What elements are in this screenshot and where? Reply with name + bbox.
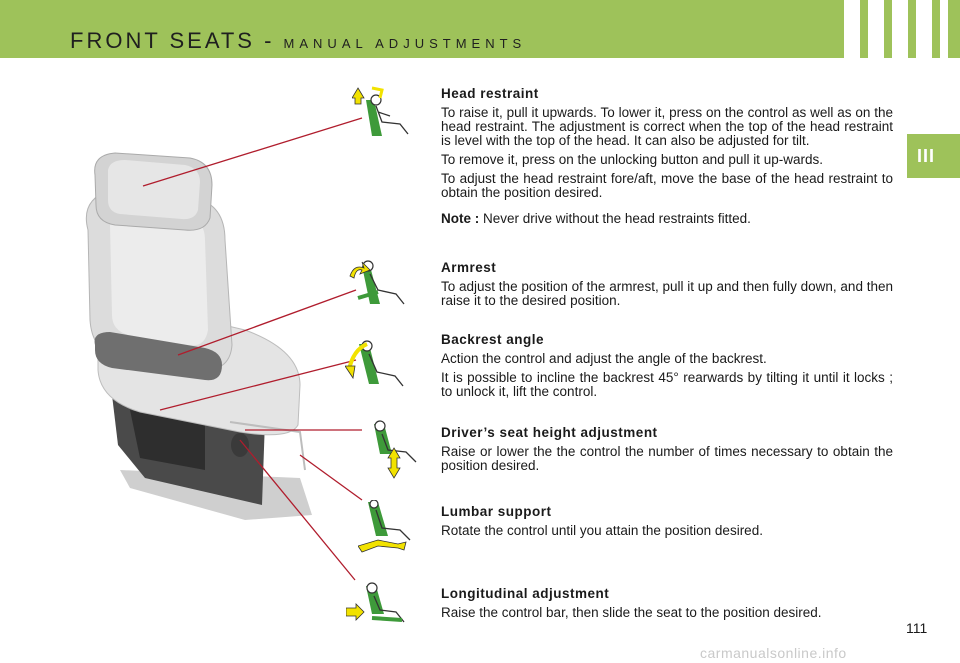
callout-head-restraint: [142, 117, 363, 187]
section-head-restraint: Head restraint To raise it, pull it upwa…: [441, 86, 893, 231]
section-lumbar-support: Lumbar support Rotate the control until …: [441, 504, 893, 543]
chapter-tab[interactable]: III: [907, 134, 960, 178]
page-number: 111: [906, 620, 928, 636]
callout-longitudinal: [239, 439, 356, 581]
section-paragraph: It is possible to incline the backrest 4…: [441, 370, 893, 399]
backrest-angle-icon: [344, 338, 405, 394]
watermark: carmanualsonline.info: [700, 645, 847, 661]
head-restraint-icon: [351, 86, 412, 142]
section-heading: Longitudinal adjustment: [441, 586, 610, 601]
section-paragraph: Raise or lower the the control the numbe…: [441, 444, 893, 473]
armrest: [94, 332, 222, 381]
note-label: Note :: [441, 211, 480, 226]
section-heading: Lumbar support: [441, 504, 552, 519]
section-armrest: Armrest To adjust the position of the ar…: [441, 260, 893, 313]
section-heading: Backrest angle: [441, 332, 545, 347]
header-stripe: [916, 0, 932, 58]
seat-backrest-panel: [110, 211, 208, 346]
note-text: Never drive without the head restraints …: [483, 211, 751, 226]
section-paragraph: To raise it, pull it upwards. To lower i…: [441, 105, 893, 148]
seat-mechanism: [130, 410, 205, 470]
header-stripe: [868, 0, 884, 58]
lumbar-knob: [231, 433, 249, 457]
section-paragraph: To adjust the position of the armrest, p…: [441, 279, 893, 308]
section-paragraph: To adjust the head restraint fore/aft, m…: [441, 171, 893, 200]
head-restraint-panel: [108, 160, 200, 220]
header-stripe: [892, 0, 908, 58]
callout-armrest: [177, 289, 357, 356]
section-heading: Head restraint: [441, 86, 539, 101]
page-title-main: FRONT SEATS -: [70, 28, 275, 53]
section-backrest-angle: Backrest angle Action the control and ad…: [441, 332, 893, 404]
section-paragraph: To remove it, press on the unlocking but…: [441, 152, 823, 167]
callout-lines: [142, 117, 363, 581]
section-paragraph: Raise the control bar, then slide the se…: [441, 605, 822, 620]
chapter-tab-label: III: [917, 146, 936, 166]
header-band: FRONT SEATS - MANUAL ADJUSTMENTS: [0, 0, 960, 58]
callout-backrest: [159, 359, 357, 411]
header-stripe: [844, 0, 860, 58]
callout-lumbar: [299, 454, 363, 501]
lumbar-support-icon: [357, 499, 418, 556]
page-title: FRONT SEATS - MANUAL ADJUSTMENTS: [70, 28, 526, 54]
section-seat-height: Driver’s seat height adjustment Raise or…: [441, 425, 893, 478]
longitudinal-adjustment-icon: [345, 582, 406, 638]
section-heading: Armrest: [441, 260, 497, 275]
section-paragraph: Rotate the control until you attain the …: [441, 523, 763, 538]
seat-height-icon: [364, 420, 424, 479]
section-longitudinal-adjustment: Longitudinal adjustment Raise the contro…: [441, 586, 893, 625]
header-stripe: [940, 0, 948, 58]
section-paragraph: Action the control and adjust the angle …: [441, 351, 767, 366]
page-title-sub: MANUAL ADJUSTMENTS: [283, 36, 527, 51]
armrest-icon: [348, 258, 408, 314]
section-heading: Driver’s seat height adjustment: [441, 425, 658, 440]
note: Note : Never drive without the head rest…: [441, 212, 893, 226]
